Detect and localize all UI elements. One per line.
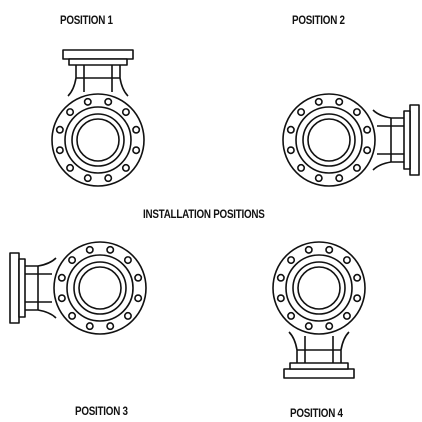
bolt-hole <box>85 322 94 331</box>
bolt-hole <box>57 273 66 282</box>
bolt-hole <box>83 174 92 183</box>
bolt-hole <box>106 245 115 254</box>
neck-left-side <box>67 65 77 97</box>
bolt-hole <box>363 125 372 134</box>
bolt-hole <box>342 256 351 265</box>
pipe-flange-outer <box>51 93 145 187</box>
pipe-flange-raised-face <box>66 254 134 322</box>
bolt-hole <box>335 174 344 183</box>
bolt-hole <box>286 146 295 155</box>
bolt-hole <box>297 108 306 117</box>
pipe-bore-inner <box>307 118 351 162</box>
bolt-hole <box>353 273 362 282</box>
bolt-hole <box>325 245 334 254</box>
bolt-hole <box>66 163 75 172</box>
bolt-hole <box>352 163 361 172</box>
bolt-hole <box>352 108 361 117</box>
position-3-label: POSITION 3 <box>75 404 128 418</box>
neck-right-side <box>119 65 129 97</box>
installation-positions-title: INSTALLATION POSITIONS <box>143 207 265 221</box>
neck-right-side <box>25 257 57 267</box>
pump-unit-position-4 <box>272 241 366 379</box>
bolt-hole <box>104 97 113 106</box>
mounting-flange-plate <box>409 104 420 176</box>
bolt-hole <box>134 294 143 303</box>
mounting-flange-plate <box>9 252 20 324</box>
mounting-flange-hub <box>289 362 349 370</box>
bolt-hole <box>132 146 141 155</box>
bolt-hole <box>68 311 77 320</box>
bolt-hole <box>55 125 64 134</box>
bolt-hole <box>287 256 296 265</box>
bolt-hole <box>83 97 92 106</box>
pump-unit-position-2 <box>282 93 420 187</box>
mounting-flange-plate <box>62 49 134 60</box>
position-2-label: POSITION 2 <box>292 13 345 27</box>
pipe-bore-outer <box>73 261 127 315</box>
pump-unit-position-1 <box>51 49 145 187</box>
neck-left-side <box>340 331 350 363</box>
bolt-hole <box>121 163 130 172</box>
pipe-flange-raised-face <box>285 254 353 322</box>
bolt-hole <box>121 108 130 117</box>
bolt-hole <box>287 311 296 320</box>
pipe-bore-outer <box>71 113 125 167</box>
bolt-hole <box>304 245 313 254</box>
bolt-hole <box>123 256 132 265</box>
position-1-label: POSITION 1 <box>60 13 113 27</box>
bolt-hole <box>104 174 113 183</box>
bolt-hole <box>297 163 306 172</box>
bolt-hole <box>325 322 334 331</box>
bolt-hole <box>276 294 285 303</box>
bolt-hole <box>286 125 295 134</box>
bolt-hole <box>55 146 64 155</box>
position-4-label: POSITION 4 <box>290 406 343 420</box>
pipe-bore-inner <box>76 118 120 162</box>
bolt-hole <box>335 97 344 106</box>
mounting-flange-hub <box>403 110 411 170</box>
bolt-hole <box>353 294 362 303</box>
mounting-flange-hub <box>68 58 128 66</box>
neck-left-side <box>372 109 404 119</box>
pipe-bore-outer <box>302 113 356 167</box>
pipe-bore-inner <box>78 266 122 310</box>
bolt-hole <box>68 256 77 265</box>
bolt-hole <box>66 108 75 117</box>
neck-left-side <box>25 309 57 319</box>
neck-right-side <box>372 161 404 171</box>
mounting-flange-hub <box>18 258 26 318</box>
bolt-hole <box>342 311 351 320</box>
bolt-hole <box>314 97 323 106</box>
pipe-bore-inner <box>297 266 341 310</box>
pump-unit-position-3 <box>9 241 147 335</box>
bolt-hole <box>134 273 143 282</box>
neck-right-side <box>288 331 298 363</box>
bolt-hole <box>132 125 141 134</box>
mounting-flange-plate <box>283 368 355 379</box>
pipe-flange-raised-face <box>295 106 363 174</box>
bolt-hole <box>304 322 313 331</box>
bolt-hole <box>57 294 66 303</box>
bolt-hole <box>106 322 115 331</box>
bolt-hole <box>85 245 94 254</box>
bolt-hole <box>276 273 285 282</box>
bolt-hole <box>314 174 323 183</box>
bolt-hole <box>123 311 132 320</box>
pipe-flange-raised-face <box>64 106 132 174</box>
pipe-bore-outer <box>292 261 346 315</box>
bolt-hole <box>363 146 372 155</box>
